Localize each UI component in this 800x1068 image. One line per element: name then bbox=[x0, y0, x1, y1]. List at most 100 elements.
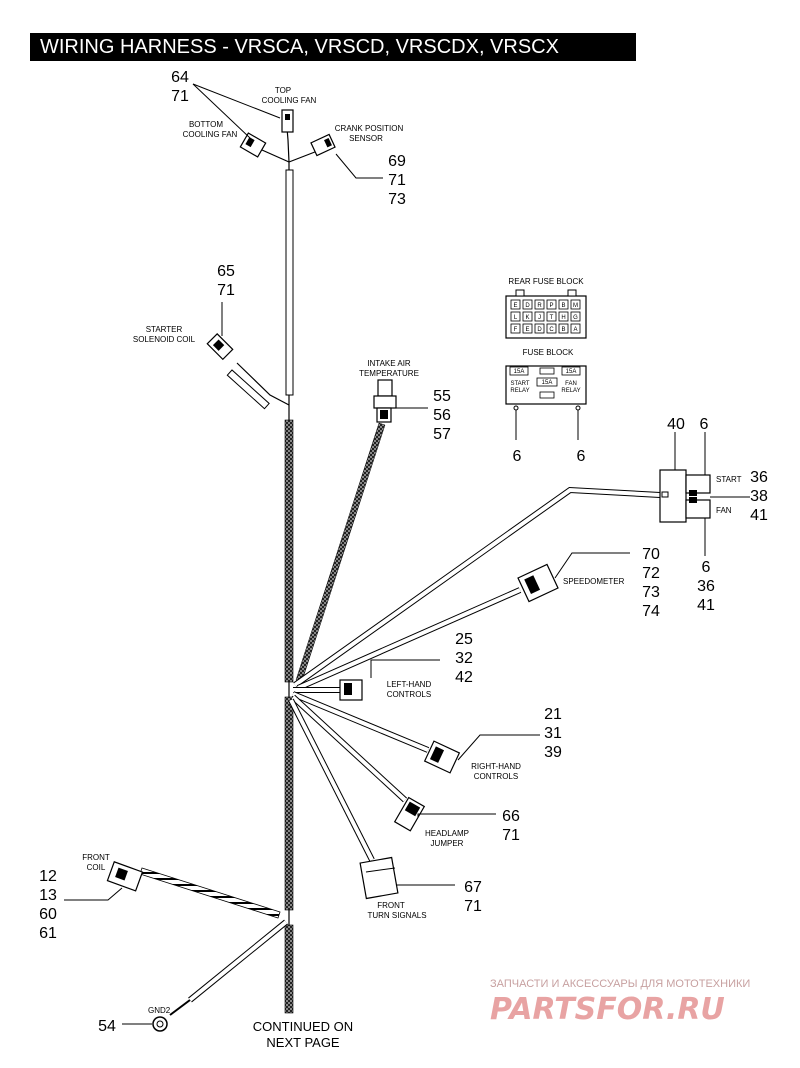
rear-fuse-cell-letter: D bbox=[537, 327, 542, 333]
rear-fuse-cell-letter: D bbox=[525, 303, 530, 309]
headlamp-label-2: JUMPER bbox=[431, 839, 464, 848]
continued-label-2: NEXT PAGE bbox=[266, 1035, 340, 1050]
fuse-15a-center: 15A bbox=[542, 380, 553, 386]
watermark: ЗАПЧАСТИ И АКСЕССУАРЫ ДЛЯ МОТОТЕХНИКИ PA… bbox=[490, 978, 750, 1027]
rear-fuse-cell bbox=[522, 323, 533, 334]
rear-fuse-cell bbox=[558, 323, 569, 334]
rear-fuse-cell-letter: B bbox=[561, 327, 565, 333]
headlamp-label-1: HEADLAMP bbox=[425, 829, 469, 838]
callout-relay-right-1: 36 bbox=[750, 469, 768, 486]
callout-coil-2: 13 bbox=[39, 887, 57, 904]
ground-branch bbox=[122, 919, 288, 1032]
callout-coil-1: 12 bbox=[39, 868, 57, 885]
rear-fuse-cell-letter: T bbox=[550, 315, 554, 321]
callout-intake-3: 57 bbox=[433, 426, 451, 443]
callout-numbers: 64 71 69 71 73 65 71 55 56 57 6 6 40 6 3… bbox=[39, 69, 768, 1035]
fuse-block-text: 15A 15A 15A START RELAY FAN RELAY bbox=[510, 369, 580, 394]
speedometer-branch bbox=[296, 552, 630, 691]
callout-right-hand-3: 39 bbox=[544, 744, 562, 761]
rear-fuse-cell-letter: G bbox=[573, 315, 578, 321]
bottom-cooling-fan-connector bbox=[239, 132, 267, 158]
callout-speedo-2: 72 bbox=[642, 565, 660, 582]
callout-relay-bottom-1: 6 bbox=[702, 559, 711, 576]
rear-fuse-cell bbox=[558, 311, 569, 322]
rear-fuse-cell-letter: F bbox=[514, 327, 518, 333]
callout-right-hand-1: 21 bbox=[544, 706, 562, 723]
start-relay-label-1: START bbox=[510, 381, 529, 387]
rear-fuse-cell bbox=[558, 299, 569, 310]
callout-coil-3: 60 bbox=[39, 906, 57, 923]
fan-relay-label-2: RELAY bbox=[561, 388, 580, 394]
main-trunk bbox=[284, 169, 294, 1014]
callout-right-hand-2: 31 bbox=[544, 725, 562, 742]
callout-crank-3: 73 bbox=[388, 191, 406, 208]
callout-fans-1: 64 bbox=[171, 69, 189, 86]
right-hand-controls-branch bbox=[291, 691, 540, 774]
rear-fuse-cell bbox=[546, 323, 557, 334]
fan-relay-label-1: FAN bbox=[565, 381, 577, 387]
crank-sensor-label-1: CRANK POSITION bbox=[335, 124, 404, 133]
rear-fuse-cell-letter: P bbox=[549, 303, 553, 309]
rear-fuse-cell-letter: B bbox=[561, 303, 565, 309]
callout-starter-2: 71 bbox=[217, 282, 235, 299]
callout-intake-2: 56 bbox=[433, 407, 451, 424]
callout-speedo-3: 73 bbox=[642, 584, 660, 601]
callout-relay-bottom-2: 36 bbox=[697, 578, 715, 595]
intake-label-2: TEMPERATURE bbox=[359, 369, 419, 378]
rear-fuse-cell-letter: E bbox=[513, 303, 517, 309]
rear-fuse-cell-letter: K bbox=[525, 315, 529, 321]
left-hand-label-2: CONTROLS bbox=[387, 690, 431, 699]
intake-label-1: INTAKE AIR bbox=[367, 359, 411, 368]
page-title: WIRING HARNESS - VRSCA, VRSCD, VRSCDX, V… bbox=[30, 33, 636, 61]
front-coil-branch bbox=[64, 861, 281, 919]
starter-label-1: STARTER bbox=[146, 325, 183, 334]
top-branches bbox=[261, 127, 321, 170]
rear-fuse-cell-letter: C bbox=[549, 327, 554, 333]
fuse-15a-right: 15A bbox=[566, 369, 577, 375]
fuse-15a-left: 15A bbox=[514, 369, 525, 375]
right-hand-label-2: CONTROLS bbox=[474, 772, 518, 781]
callout-fuse-left: 6 bbox=[513, 448, 522, 465]
left-hand-label-1: LEFT-HAND bbox=[387, 680, 432, 689]
callout-intake-1: 55 bbox=[433, 388, 451, 405]
intake-air-branch bbox=[295, 379, 428, 682]
crank-position-sensor-connector bbox=[310, 133, 336, 157]
front-coil-label-2: COIL bbox=[87, 863, 106, 872]
relay-branch bbox=[293, 432, 750, 688]
gnd2-label: GND2 bbox=[148, 1006, 171, 1015]
rear-fuse-cell bbox=[546, 311, 557, 322]
watermark-logo: PARTSFOR.RU bbox=[490, 992, 725, 1027]
rear-fuse-block-label: REAR FUSE BLOCK bbox=[508, 277, 584, 286]
front-coil-label-1: FRONT bbox=[82, 853, 110, 862]
crank-sensor-label-2: SENSOR bbox=[349, 134, 383, 143]
rear-fuse-cell bbox=[570, 323, 581, 334]
callout-relay-right-3: 41 bbox=[750, 507, 768, 524]
rear-fuse-cell-letter: E bbox=[525, 327, 529, 333]
rear-fuse-cell-letter: L bbox=[514, 315, 518, 321]
callout-coil-4: 61 bbox=[39, 925, 57, 942]
callout-crank-2: 71 bbox=[388, 172, 406, 189]
callout-relay-6-top: 6 bbox=[700, 416, 709, 433]
callout-turn-1: 67 bbox=[464, 879, 482, 896]
start-relay-label-2: RELAY bbox=[510, 388, 529, 394]
callout-starter-1: 65 bbox=[217, 263, 235, 280]
callout-speedo-1: 70 bbox=[642, 546, 660, 563]
turn-signals-label-1: FRONT bbox=[377, 901, 405, 910]
callout-crank-1: 69 bbox=[388, 153, 406, 170]
fan-label: FAN bbox=[716, 506, 732, 515]
starter-label-2: SOLENOID COIL bbox=[133, 335, 196, 344]
top-cooling-fan-label-1: TOP bbox=[275, 86, 291, 95]
component-labels: TOP COOLING FAN BOTTOM COOLING FAN CRANK… bbox=[82, 86, 741, 1050]
rear-fuse-cell bbox=[546, 299, 557, 310]
turn-signals-branch bbox=[288, 698, 455, 900]
fuse-block-label: FUSE BLOCK bbox=[523, 348, 574, 357]
rear-fuse-cell bbox=[510, 311, 521, 322]
rear-fuse-cell-letter: M bbox=[573, 303, 578, 309]
bottom-cooling-fan-label-2: COOLING FAN bbox=[183, 130, 238, 139]
callout-left-hand-2: 32 bbox=[455, 650, 473, 667]
rear-fuse-cell bbox=[534, 311, 545, 322]
rear-fuse-cell bbox=[522, 299, 533, 310]
rear-fuse-cell-letter: J bbox=[538, 315, 541, 321]
right-hand-label-1: RIGHT-HAND bbox=[471, 762, 521, 771]
